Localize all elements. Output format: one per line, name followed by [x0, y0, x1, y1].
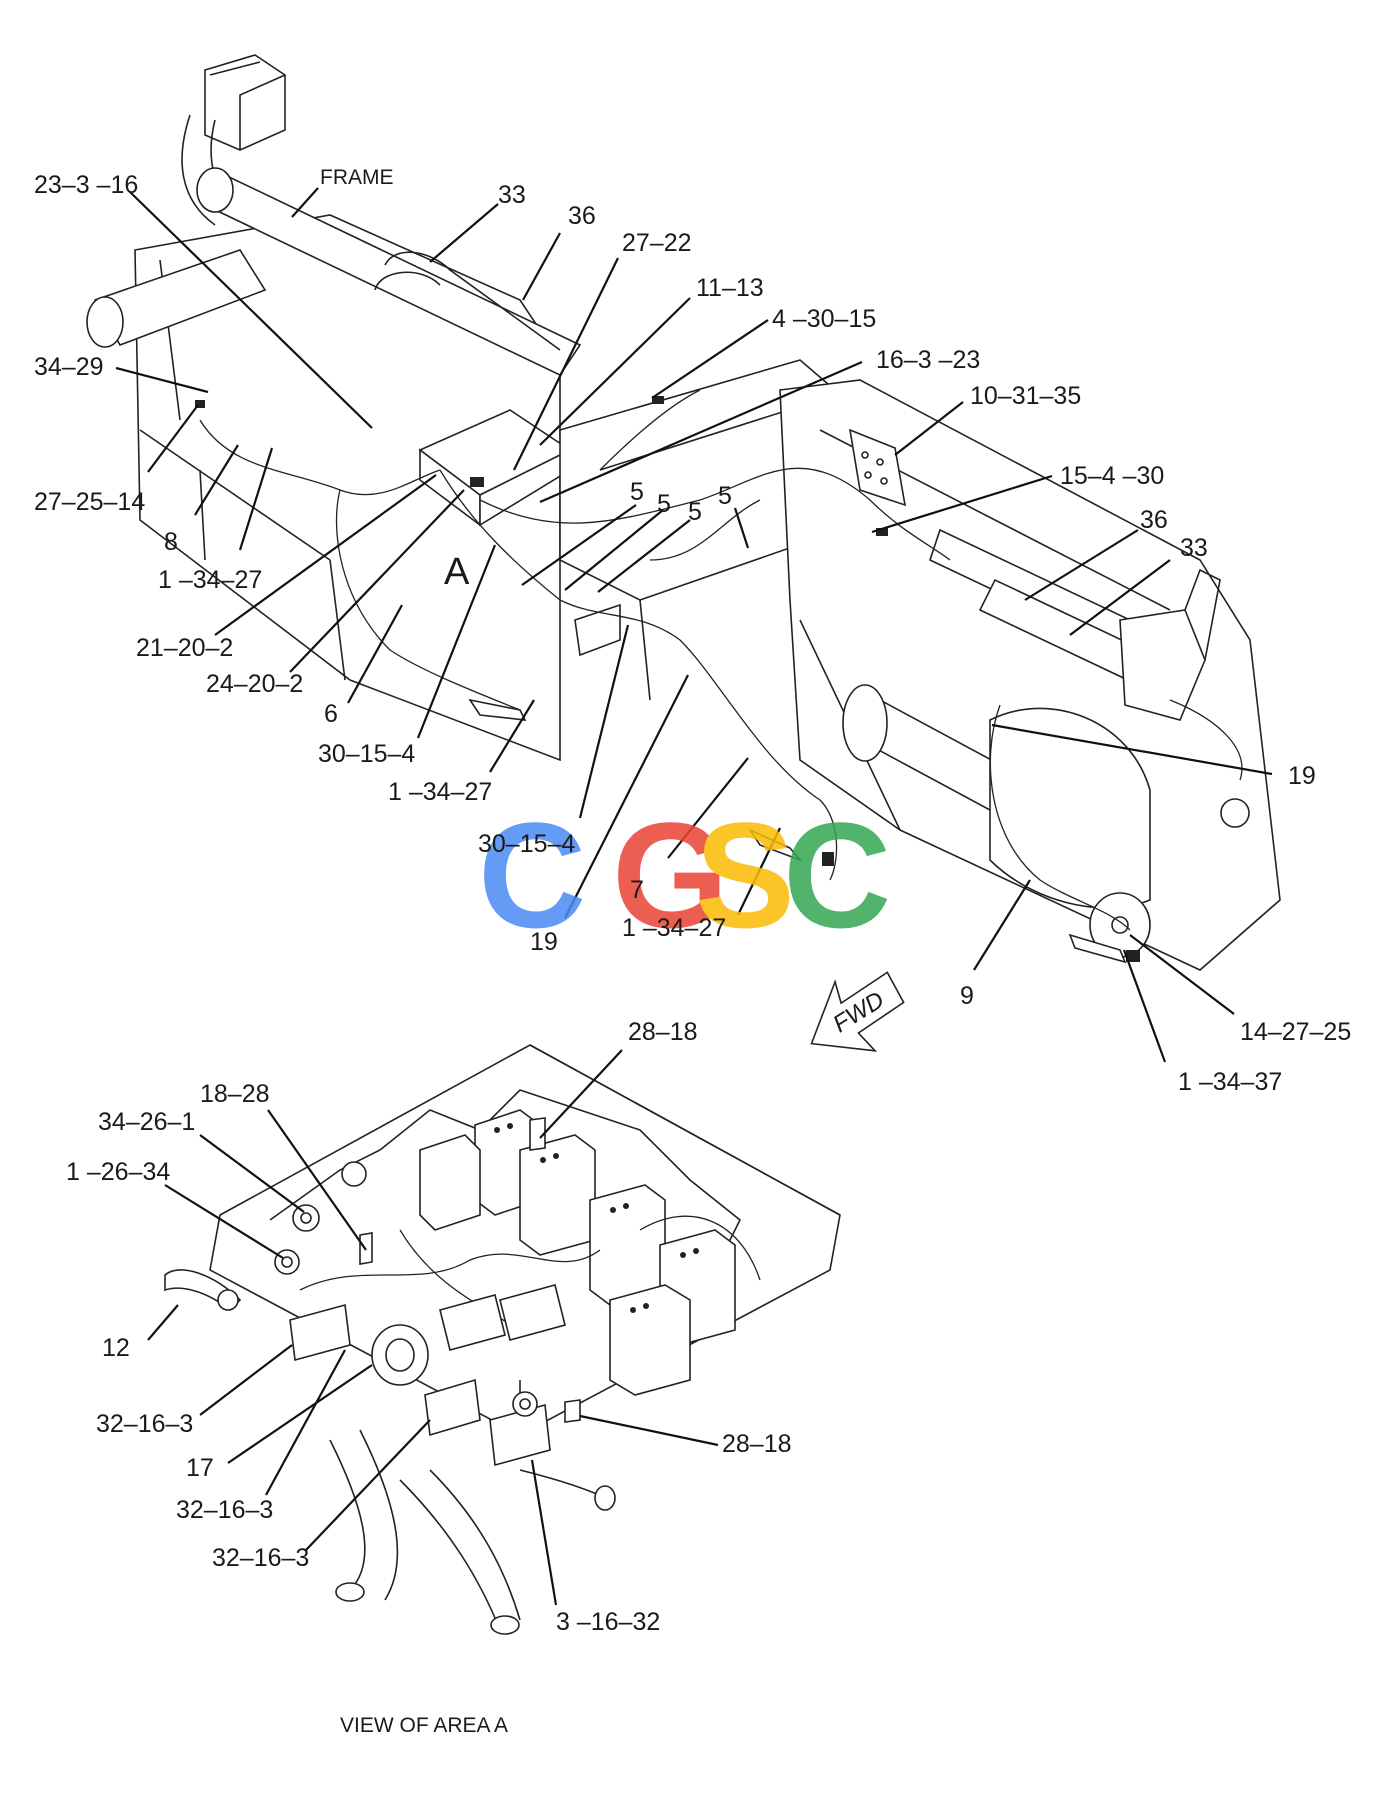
callout-33-upper: 33: [498, 181, 526, 209]
callout-36-right: 36: [1140, 506, 1168, 534]
callout-19-left: 19: [530, 928, 558, 956]
callout-16-3-23: 16–3 –23: [876, 346, 980, 374]
callout-27-22: 27–22: [622, 229, 692, 257]
callout-11-13: 11–13: [696, 274, 764, 302]
valve-block-drawing: [164, 1044, 841, 1635]
callout-8: 8: [164, 528, 178, 556]
callout-5-d: 5: [718, 482, 732, 510]
watermark-letter-s: S: [695, 791, 795, 959]
callout-4-30-15: 4 –30–15: [772, 305, 876, 333]
watermark-letter-g: G: [612, 791, 729, 959]
callout-5-a: 5: [630, 478, 644, 506]
callout-1-26-34: 1 –26–34: [66, 1158, 170, 1186]
watermark-letter-c1: C: [478, 791, 586, 959]
callout-32-16-3-a: 32–16–3: [96, 1410, 193, 1438]
callout-3-16-32: 3 –16–32: [556, 1608, 660, 1636]
callout-30-15-4-b: 30–15–4: [478, 830, 575, 858]
area-label: A: [444, 551, 470, 593]
callout-34-29: 34–29: [34, 353, 104, 381]
callout-30-15-4-a: 30–15–4: [318, 740, 415, 768]
callout-33-right: 33: [1180, 534, 1208, 562]
callout-36-upper: 36: [568, 202, 596, 230]
callout-9: 9: [960, 982, 974, 1010]
callout-1-34-27-c: 1 –34–27: [622, 914, 726, 942]
callout-17: 17: [186, 1454, 214, 1482]
callout-1-34-27-b: 1 –34–27: [388, 778, 492, 806]
callout-labels: 23–3 –16 33 36 27–22 11–13 4 –30–15 16–3…: [34, 171, 1351, 1636]
callout-10-31-35: 10–31–35: [970, 382, 1081, 410]
watermark-logo: C G S C: [478, 791, 891, 959]
callout-1-34-37: 1 –34–37: [1178, 1068, 1282, 1096]
leader-lines-lower: [147, 1049, 719, 1606]
leader-lines-upper: [115, 191, 1273, 1063]
callout-7: 7: [630, 876, 644, 904]
callout-32-16-3-c: 32–16–3: [212, 1544, 309, 1572]
callout-1-34-27-a: 1 –34–27: [158, 566, 262, 594]
view-caption: VIEW OF AREA A: [340, 1714, 508, 1737]
wiring-harness-upper: [195, 389, 1243, 964]
callout-28-18-right: 28–18: [722, 1430, 792, 1458]
callout-32-16-3-b: 32–16–3: [176, 1496, 273, 1524]
fwd-arrow-icon: FWD: [810, 971, 905, 1052]
callout-5-c: 5: [688, 498, 702, 526]
callout-28-18-top: 28–18: [628, 1018, 698, 1046]
callout-27-25-14: 27–25–14: [34, 488, 145, 516]
callout-23-3-16: 23–3 –16: [34, 171, 138, 199]
callout-18-28: 18–28: [200, 1080, 270, 1108]
watermark-letter-c2: C: [783, 791, 891, 959]
callout-14-27-25: 14–27–25: [1240, 1018, 1351, 1046]
callout-21-20-2: 21–20–2: [136, 634, 233, 662]
callout-15-4-30: 15–4 –30: [1060, 462, 1164, 490]
callout-6: 6: [324, 700, 338, 728]
callout-24-20-2: 24–20–2: [206, 670, 303, 698]
callout-34-26-1: 34–26–1: [98, 1108, 195, 1136]
callout-19-right: 19: [1288, 762, 1316, 790]
callout-12: 12: [102, 1334, 130, 1362]
frame-label: FRAME: [320, 166, 394, 189]
callout-5-b: 5: [657, 490, 671, 518]
